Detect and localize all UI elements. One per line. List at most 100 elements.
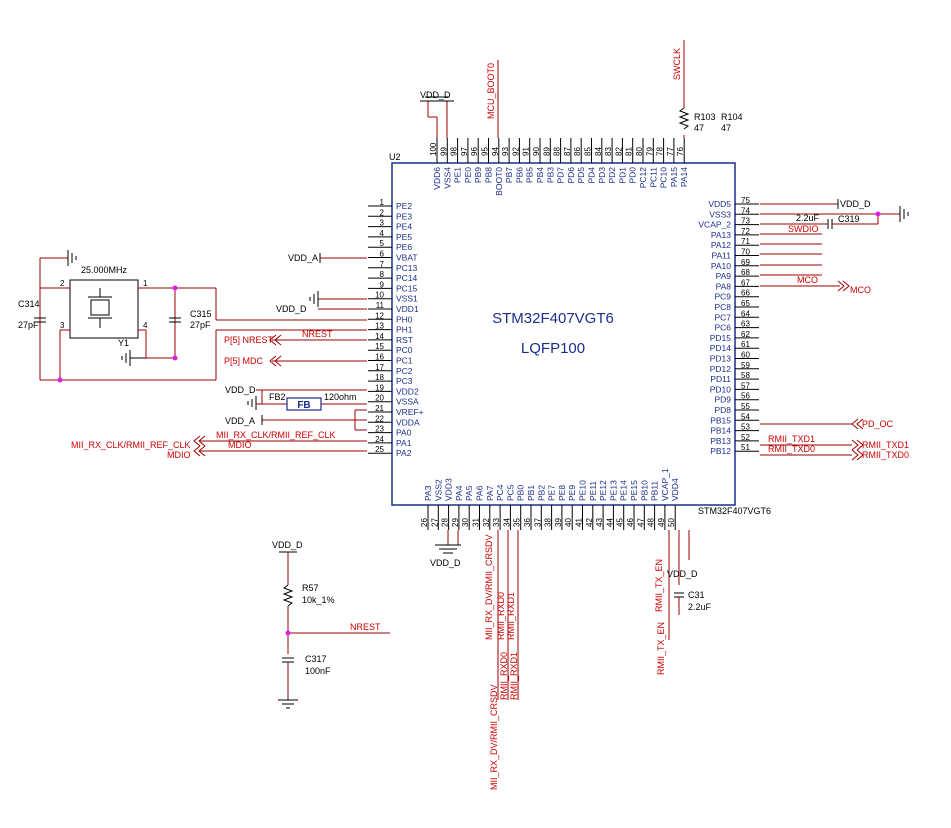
pin-name: VDDA	[396, 417, 420, 427]
pin-number: 31	[472, 518, 481, 527]
pin-name: PD10	[710, 384, 732, 394]
pin-number: 27	[430, 518, 439, 527]
pin-name: PB2	[536, 485, 546, 501]
pin-number: 97	[460, 147, 469, 156]
fb2-ref: FB2	[269, 392, 286, 402]
r104-value: 47	[721, 123, 731, 133]
pin-name: PE14	[619, 480, 629, 501]
chip-footer-label: STM32F407VGT6	[698, 506, 771, 516]
pin-name: PD1	[617, 167, 627, 184]
pin-number: 20	[375, 394, 384, 403]
pin-number: 74	[741, 206, 750, 215]
pin-name: PA6	[475, 485, 485, 501]
rmii-txd0-port: RMII_TXD0	[862, 450, 909, 460]
pin-name: VDD1	[396, 304, 419, 314]
pin-number: 44	[605, 518, 614, 527]
c317-value: 100nF	[305, 666, 331, 676]
pin-number: 76	[676, 147, 685, 156]
pin-name: PB11	[650, 481, 660, 501]
rmii-txd1-net-label: RMII_TXD1	[768, 434, 815, 444]
pin-number: 96	[470, 147, 479, 156]
pin-number: 41	[575, 518, 584, 527]
pin-name: PH1	[396, 325, 413, 335]
pin-number: 1	[380, 198, 385, 207]
pin-name: PE9	[567, 485, 577, 501]
vdd-a-vdda-label: VDD_A	[225, 416, 255, 426]
pin-number: 48	[647, 518, 656, 527]
pin-number: 21	[375, 404, 384, 413]
pin-name: BOOT0	[494, 167, 504, 196]
svg-text:2: 2	[60, 279, 65, 288]
pin-number: 84	[594, 147, 603, 156]
pin-name: PE15	[629, 480, 639, 501]
r103-ref: R103	[694, 112, 716, 122]
pin-number: 82	[614, 147, 623, 156]
pin-name: PE5	[396, 232, 412, 242]
pin-name: PE6	[396, 242, 412, 252]
swclk-label: SWCLK	[672, 48, 682, 80]
pin-number: 73	[741, 217, 750, 226]
pin-name: PE13	[608, 480, 618, 501]
pin-number: 66	[741, 289, 750, 298]
pin-number: 56	[741, 392, 750, 401]
pin-number: 75	[741, 196, 750, 205]
pin-number: 18	[375, 373, 384, 382]
pin-name: PC0	[396, 345, 413, 355]
pin-name: PD9	[714, 395, 731, 405]
rxd0-net-label: RMII_RXD0	[496, 592, 506, 640]
pin-name: PB8	[484, 167, 494, 183]
pin-name: PE2	[396, 201, 412, 211]
pin-name: PA5	[464, 485, 474, 501]
pin-number: 79	[645, 147, 654, 156]
pin-name: PA8	[716, 281, 732, 291]
chip-part-number: STM32F407VGT6	[492, 310, 614, 327]
pin-number: 33	[492, 518, 501, 527]
swdio-label: SWDIO	[788, 224, 819, 234]
pin-name: PA7	[485, 485, 495, 501]
pin-name: PB15	[710, 415, 731, 425]
pin-number: 4	[380, 229, 385, 238]
pin-name: PA13	[711, 230, 731, 240]
pin-number: 37	[533, 518, 542, 527]
mcu-chip-body	[391, 162, 736, 506]
svg-text:4: 4	[143, 321, 148, 330]
pin-number: 5	[380, 239, 385, 248]
pin-number: 7	[380, 260, 385, 269]
pd-oc-port: PD_OC	[862, 419, 894, 429]
mcu-boot0-label: MCU_BOOT0	[486, 63, 496, 119]
rxd1-port: RMII_RXD1	[509, 652, 519, 700]
pin-name: PB12	[710, 446, 731, 456]
svg-text:1: 1	[143, 279, 148, 288]
pin-number: 99	[439, 147, 448, 156]
pin-number: 29	[451, 518, 460, 527]
pin-number: 67	[741, 278, 750, 287]
nrest-reset-label: NREST	[350, 622, 381, 632]
tx-en-port: RMII_TX_EN	[656, 622, 666, 675]
pin-name: PE3	[396, 211, 412, 221]
c319-ref: C319	[838, 214, 860, 224]
r57-ref: R57	[302, 583, 319, 593]
pin-name: PC14	[396, 273, 418, 283]
pin-number: 36	[523, 518, 532, 527]
crsdv-net-label: MII_RX_DV/RMII_CRSDV	[484, 534, 494, 640]
pin-number: 9	[380, 280, 385, 289]
resistor-r103	[678, 107, 690, 130]
nrest-port: P[5] NREST	[224, 335, 274, 345]
pin-name: PA12	[711, 240, 731, 250]
tx-en-net-label: RMII_TX_EN	[654, 559, 664, 612]
pin-number: 94	[491, 147, 500, 156]
pin-name: VSS4	[442, 167, 452, 189]
pin-name: PD7	[556, 167, 566, 184]
pin-name: PC3	[396, 376, 413, 386]
pin-number: 81	[625, 147, 634, 156]
pin-name: PA10	[711, 261, 731, 271]
pin-name: PA15	[669, 167, 679, 187]
fb2-body-label: FB	[297, 400, 310, 411]
pin-name: PA0	[396, 428, 412, 438]
pin-name: PC10	[659, 167, 669, 189]
pin-number: 30	[461, 518, 470, 527]
pin-name: PB6	[514, 167, 524, 183]
pin-number: 95	[481, 147, 490, 156]
fb2-value: 120ohm	[324, 392, 357, 402]
